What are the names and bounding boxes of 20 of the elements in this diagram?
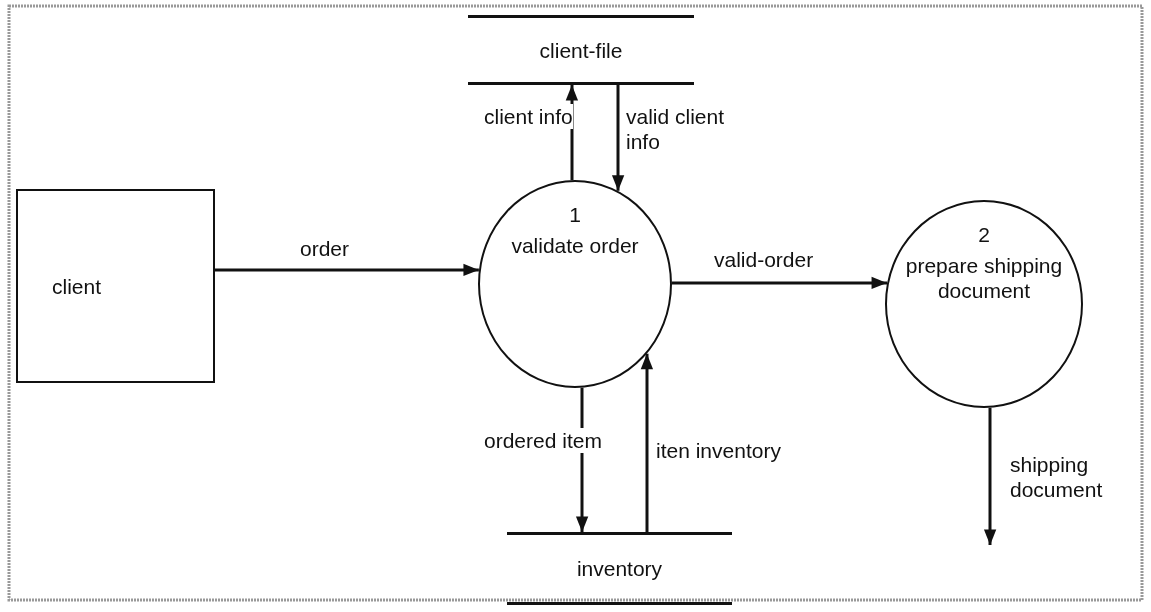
flow-arrow bbox=[640, 353, 654, 532]
store-name: inventory bbox=[576, 556, 663, 581]
data-store bbox=[507, 532, 732, 605]
process-name: prepare shipping document bbox=[904, 253, 1064, 303]
flow-arrow bbox=[983, 407, 997, 545]
edge-label: client info bbox=[484, 104, 573, 129]
entity-name: client bbox=[52, 273, 102, 299]
flow-arrow bbox=[215, 263, 479, 277]
flow-arrow bbox=[565, 85, 579, 181]
process-number: 2 bbox=[978, 222, 990, 247]
process-circle bbox=[885, 200, 1083, 408]
flow-arrow bbox=[672, 276, 888, 290]
flow-arrow bbox=[611, 85, 625, 191]
process-circle bbox=[478, 180, 672, 388]
edge-label: ordered item bbox=[484, 428, 602, 453]
store-name: client-file bbox=[539, 37, 623, 63]
external-entity-box bbox=[16, 189, 215, 383]
process-name: validate order bbox=[511, 233, 639, 258]
process-number: 1 bbox=[569, 202, 581, 227]
data-store bbox=[468, 15, 694, 85]
